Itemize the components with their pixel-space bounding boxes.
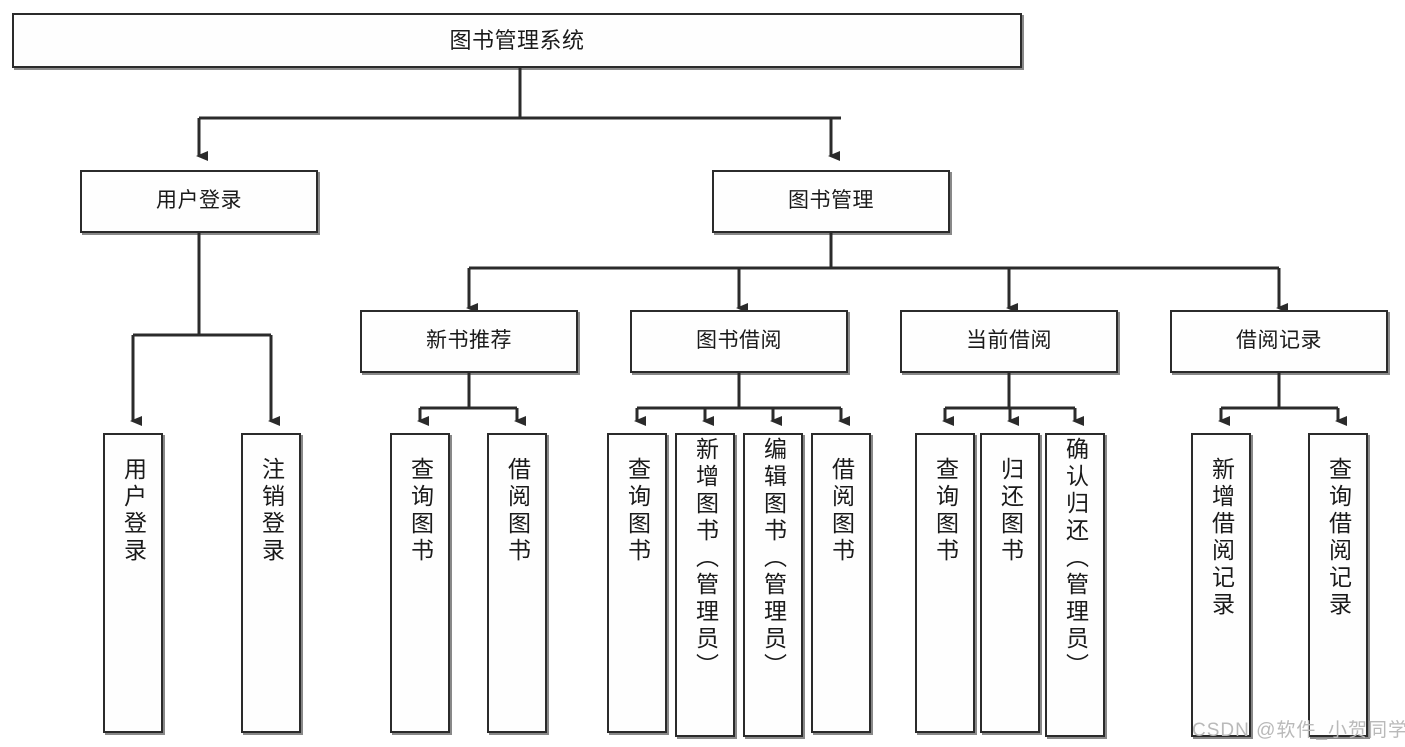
node-leaf-user-login-label: 用户登录: [120, 457, 147, 565]
node-new-book-recommend[interactable]: 新书推荐: [360, 310, 578, 373]
node-book-manage[interactable]: 图书管理: [712, 170, 950, 233]
node-leaf-borrow-book-1[interactable]: 借阅图书: [487, 433, 547, 733]
node-current-borrow-label: 当前借阅: [966, 329, 1052, 353]
node-leaf-user-logout-label: 注销登录: [258, 457, 285, 565]
node-leaf-user-logout[interactable]: 注销登录: [241, 433, 301, 733]
node-leaf-confirm-return-label: 确认归还（管理员）: [1062, 437, 1089, 680]
node-user-login[interactable]: 用户登录: [80, 170, 318, 233]
node-leaf-query-book-3-label: 查询图书: [932, 457, 959, 565]
node-leaf-query-book-1-label: 查询图书: [407, 457, 434, 565]
node-leaf-user-login[interactable]: 用户登录: [103, 433, 163, 733]
node-leaf-return-book[interactable]: 归还图书: [980, 433, 1040, 733]
node-leaf-return-book-label: 归还图书: [997, 457, 1024, 565]
node-leaf-query-record[interactable]: 查询借阅记录: [1308, 433, 1368, 737]
node-leaf-borrow-book-2[interactable]: 借阅图书: [811, 433, 871, 733]
node-root[interactable]: 图书管理系统: [12, 13, 1022, 68]
node-leaf-confirm-return[interactable]: 确认归还（管理员）: [1045, 433, 1105, 737]
node-leaf-add-record-label: 新增借阅记录: [1208, 457, 1235, 619]
node-book-manage-label: 图书管理: [788, 189, 874, 213]
node-new-book-recommend-label: 新书推荐: [426, 329, 512, 353]
node-leaf-query-record-label: 查询借阅记录: [1325, 457, 1352, 619]
node-current-borrow[interactable]: 当前借阅: [900, 310, 1118, 373]
node-leaf-edit-book-label: 编辑图书（管理员）: [760, 437, 787, 680]
node-leaf-query-book-2-label: 查询图书: [624, 457, 651, 565]
node-leaf-query-book-3[interactable]: 查询图书: [915, 433, 975, 733]
csdn-watermark: CSDN @软件_小贺同学: [1192, 720, 1405, 741]
node-leaf-add-book[interactable]: 新增图书（管理员）: [675, 433, 735, 737]
node-book-borrow-label: 图书借阅: [696, 329, 782, 353]
node-borrow-record[interactable]: 借阅记录: [1170, 310, 1388, 373]
node-leaf-add-book-label: 新增图书（管理员）: [692, 437, 719, 680]
node-borrow-record-label: 借阅记录: [1236, 329, 1322, 353]
node-leaf-borrow-book-1-label: 借阅图书: [504, 457, 531, 565]
node-leaf-query-book-1[interactable]: 查询图书: [390, 433, 450, 733]
node-root-label: 图书管理系统: [449, 27, 585, 53]
node-user-login-label: 用户登录: [156, 189, 242, 213]
node-leaf-borrow-book-2-label: 借阅图书: [828, 457, 855, 565]
node-leaf-edit-book[interactable]: 编辑图书（管理员）: [743, 433, 803, 737]
node-book-borrow[interactable]: 图书借阅: [630, 310, 848, 373]
node-leaf-query-book-2[interactable]: 查询图书: [607, 433, 667, 733]
node-leaf-add-record[interactable]: 新增借阅记录: [1191, 433, 1251, 737]
